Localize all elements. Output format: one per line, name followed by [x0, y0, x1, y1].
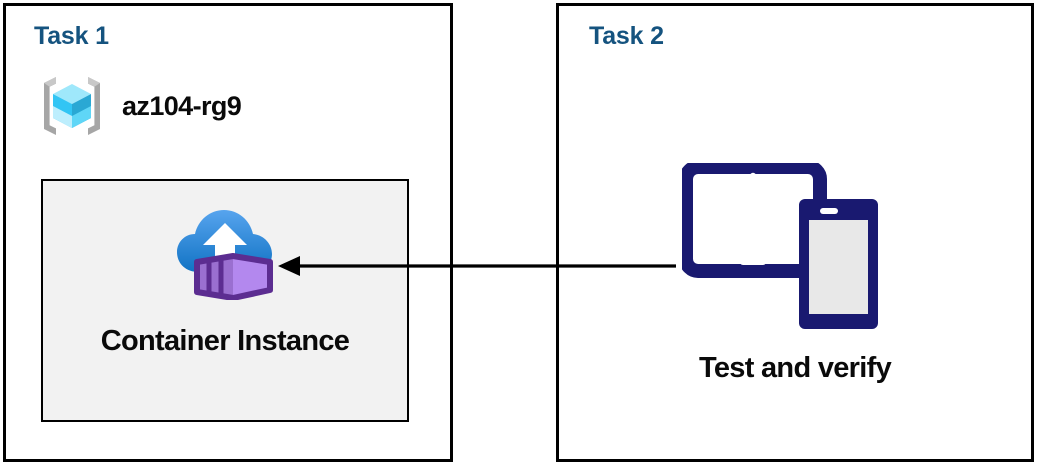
container-instance-label: Container Instance [100, 325, 350, 357]
azure-container-instance-icon [177, 210, 273, 300]
panel-task-1: Task 1 az104-rg9 [3, 3, 453, 462]
flow-arrow [278, 256, 676, 276]
resource-group-row: az104-rg9 [36, 70, 242, 142]
resource-group-label: az104-rg9 [122, 90, 242, 121]
panel-task-2-title: Task 2 [589, 22, 664, 50]
tablet-and-phone-icon [682, 163, 878, 329]
azure-resource-group-icon [44, 77, 100, 135]
test-and-verify-label: Test and verify [698, 352, 892, 384]
container-instance-box: Container Instance [41, 179, 409, 422]
panel-task-1-title: Task 1 [34, 22, 109, 50]
